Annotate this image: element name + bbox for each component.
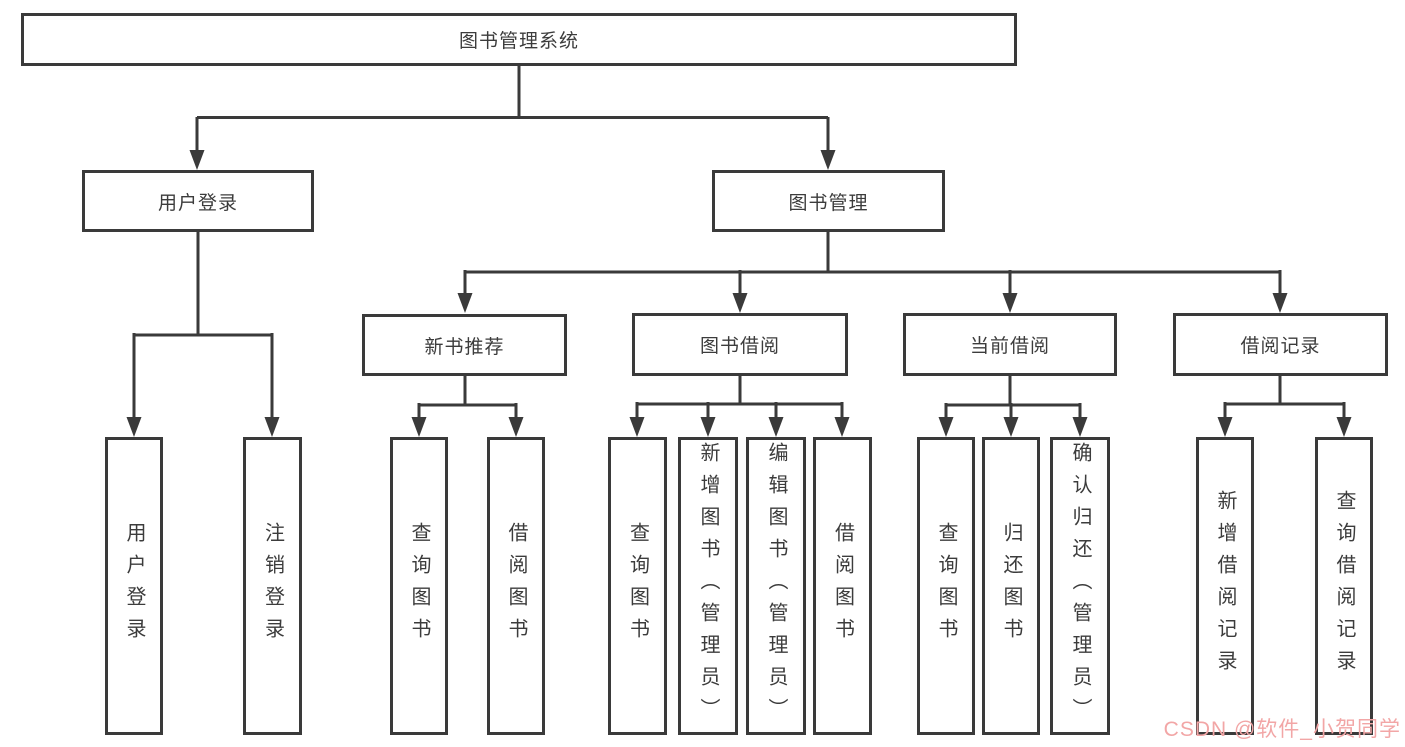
node-label: 借阅记录 xyxy=(1240,336,1321,357)
leaf-logout: 注销登录 xyxy=(243,437,302,735)
node-label: 确认归还（管理员） xyxy=(1069,442,1091,730)
node-label: 归还图书 xyxy=(1000,522,1022,650)
leaf-borrow-books-recommend: 借阅图书 xyxy=(487,437,545,735)
leaf-add-books-admin: 新增图书（管理员） xyxy=(678,437,738,735)
node-label: 查询图书 xyxy=(935,522,957,650)
node-root-system: 图书管理系统 xyxy=(21,13,1017,66)
node-label: 新增借阅记录 xyxy=(1214,490,1236,682)
leaf-confirm-return-admin: 确认归还（管理员） xyxy=(1050,437,1110,735)
leaf-return-books: 归还图书 xyxy=(982,437,1040,735)
node-book-management: 图书管理 xyxy=(712,170,945,232)
node-label: 图书管理系统 xyxy=(458,31,579,52)
leaf-query-borrow-record: 查询借阅记录 xyxy=(1315,437,1373,735)
node-label: 编辑图书（管理员） xyxy=(765,442,787,730)
leaf-user-login: 用户登录 xyxy=(105,437,163,735)
node-label: 借阅图书 xyxy=(831,522,854,650)
node-current-borrow: 当前借阅 xyxy=(903,313,1117,376)
leaf-add-borrow-record: 新增借阅记录 xyxy=(1196,437,1254,735)
node-label: 查询借阅记录 xyxy=(1333,490,1355,682)
node-label: 新书推荐 xyxy=(424,336,505,358)
node-user-login: 用户登录 xyxy=(82,170,314,232)
leaf-borrow-books: 借阅图书 xyxy=(813,437,872,735)
node-book-borrow: 图书借阅 xyxy=(632,313,848,376)
csdn-watermark: CSDN @软件_小贺同学 xyxy=(1163,718,1401,741)
node-label: 当前借阅 xyxy=(969,336,1050,357)
node-label: 用户登录 xyxy=(157,192,238,214)
leaf-query-books-borrow: 查询图书 xyxy=(608,437,667,735)
node-new-book-recommend: 新书推荐 xyxy=(362,314,567,376)
node-label: 查询图书 xyxy=(626,522,649,650)
node-label: 借阅图书 xyxy=(505,522,527,650)
node-label: 新增图书（管理员） xyxy=(697,442,719,730)
leaf-query-books-recommend: 查询图书 xyxy=(390,437,448,735)
node-borrow-records: 借阅记录 xyxy=(1173,313,1388,376)
node-label: 用户登录 xyxy=(123,522,145,650)
node-label: 图书借阅 xyxy=(699,336,780,357)
node-label: 注销登录 xyxy=(261,522,284,650)
node-label: 图书管理 xyxy=(788,192,869,214)
leaf-query-books-current: 查询图书 xyxy=(917,437,975,735)
leaf-edit-books-admin: 编辑图书（管理员） xyxy=(746,437,806,735)
node-label: 查询图书 xyxy=(408,522,430,650)
